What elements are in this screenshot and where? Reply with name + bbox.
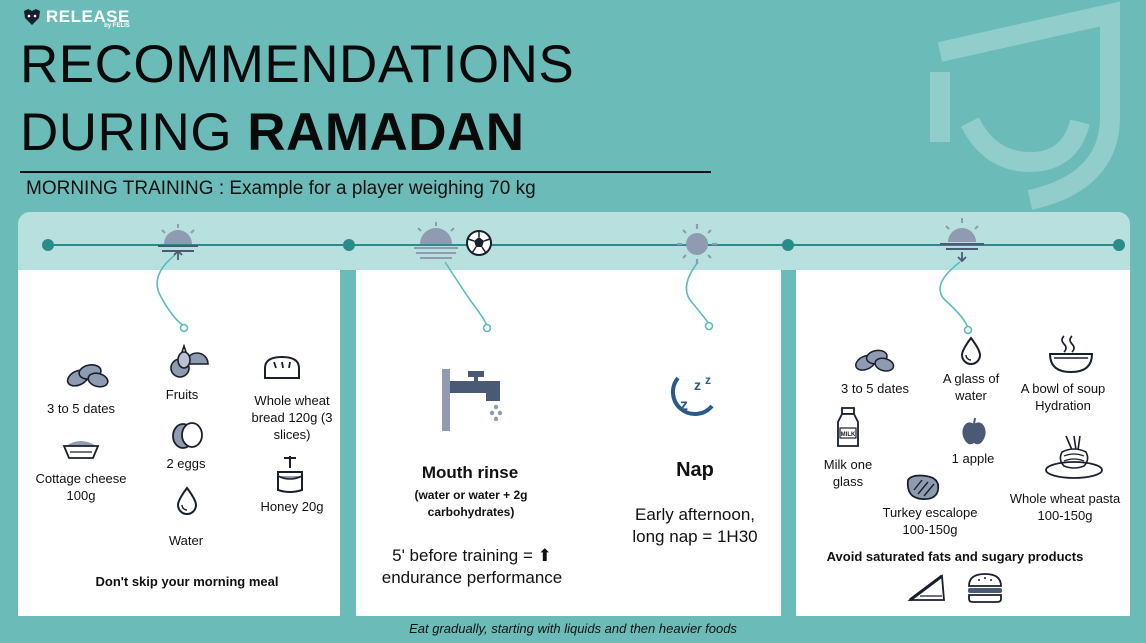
timeline-node bbox=[782, 239, 794, 251]
eggs-label: 2 eggs bbox=[166, 456, 206, 471]
timeline-node bbox=[42, 239, 54, 251]
dates-label: 3 to 5 dates bbox=[47, 401, 115, 416]
dates-icon bbox=[855, 349, 895, 372]
honey-label: Honey 20g bbox=[260, 499, 324, 514]
mouth-rinse-desc: 5' before training = ⬆ endurance perform… bbox=[381, 546, 563, 587]
brand-sub: by FELIS bbox=[104, 23, 130, 29]
pasta-icon bbox=[1045, 435, 1103, 479]
page-title-line1: RECOMMENDATIONS bbox=[20, 35, 575, 94]
bread-icon bbox=[264, 355, 300, 379]
soup-bowl-icon bbox=[1048, 335, 1094, 374]
fruits-label: Fruits bbox=[165, 387, 199, 402]
mouth-rinse-subtitle: (water or water + 2g carbohydrates) bbox=[414, 488, 528, 519]
milk-label: Milk one glass bbox=[823, 457, 873, 489]
water-drop-icon bbox=[176, 486, 198, 515]
timeline-band bbox=[18, 212, 1130, 270]
page-subtitle: MORNING TRAINING : Example for a player … bbox=[26, 178, 536, 199]
dates-label: 3 to 5 dates bbox=[841, 381, 909, 396]
timeline-node bbox=[1113, 239, 1125, 251]
svg-text:z: z bbox=[694, 377, 701, 393]
turkey-label: Turkey escalope 100-150g bbox=[882, 505, 978, 537]
nap-title: Nap bbox=[676, 459, 714, 481]
milk-icon: MILK bbox=[837, 407, 859, 447]
honey-icon bbox=[277, 456, 303, 493]
svg-text:MILK: MILK bbox=[841, 432, 856, 438]
turkey-escalope-icon bbox=[906, 474, 940, 500]
pasta-label: Whole wheat pasta 100-150g bbox=[1009, 491, 1121, 523]
brand-logo: RELEASE by FELIS bbox=[22, 8, 130, 29]
shield-watermark-icon bbox=[930, 1, 1120, 210]
sunset-icon bbox=[414, 222, 458, 259]
eggs-icon bbox=[172, 422, 203, 449]
soup-label: A bowl of soup Hydration bbox=[1020, 381, 1106, 413]
glass-of-water-label: A glass of water bbox=[942, 371, 1000, 403]
sun-icon bbox=[677, 224, 717, 264]
svg-text:z: z bbox=[705, 373, 711, 387]
page-title-line2: DURING RAMADAN bbox=[20, 103, 525, 162]
footer-note: Eat gradually, starting with liquids and… bbox=[409, 621, 737, 636]
title-divider bbox=[20, 171, 711, 173]
apple-icon bbox=[962, 417, 986, 445]
sleep-icon: z z z bbox=[670, 373, 714, 417]
tap-icon bbox=[442, 369, 503, 431]
svg-text:z: z bbox=[680, 397, 688, 414]
panther-logo-icon bbox=[24, 9, 40, 25]
sunrise-icon bbox=[158, 224, 198, 260]
soccer-ball-icon bbox=[466, 230, 492, 256]
fruits-icon bbox=[170, 343, 209, 378]
pie-icon bbox=[907, 574, 945, 602]
mouth-rinse-title: Mouth rinse bbox=[421, 463, 519, 482]
bread-label: Whole wheat bread 120g (3 slices) bbox=[251, 393, 333, 442]
cottage-cheese-label: Cottage cheese 100g bbox=[35, 471, 127, 503]
timeline-node bbox=[343, 239, 355, 251]
panel1-note: Don't skip your morning meal bbox=[95, 574, 279, 589]
avoid-note: Avoid saturated fats and sugary products bbox=[826, 549, 1084, 564]
apple-label: 1 apple bbox=[951, 451, 995, 466]
brand-name: RELEASE bbox=[46, 7, 130, 26]
nap-desc: Early afternoon, long nap = 1H30 bbox=[632, 505, 758, 546]
timeline-line bbox=[47, 244, 1119, 246]
water-label: Water bbox=[168, 533, 204, 548]
water-drop-icon bbox=[960, 336, 982, 365]
cottage-cheese-icon bbox=[62, 441, 100, 459]
sunset-icon bbox=[940, 218, 984, 263]
burger-icon bbox=[968, 573, 1002, 603]
dates-icon bbox=[66, 364, 109, 388]
